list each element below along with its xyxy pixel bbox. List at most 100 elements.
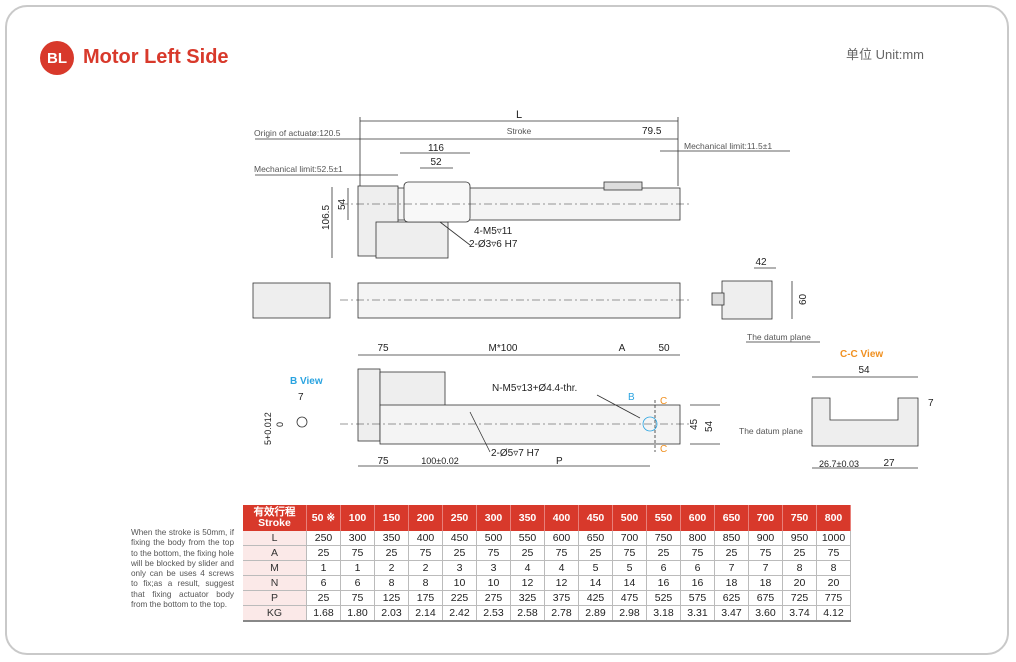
- table-cell: 2.14: [408, 605, 443, 622]
- table-cell: 4.12: [816, 605, 851, 622]
- table-cell: 750: [646, 531, 681, 546]
- b-view-title: B View: [290, 376, 323, 387]
- dim-P: P: [556, 456, 563, 467]
- table-cell: 8: [408, 575, 443, 591]
- table-cell: 225: [442, 590, 477, 606]
- dim-A: A: [619, 343, 626, 354]
- spec-card: [5, 5, 1009, 655]
- table-cell: 20: [782, 575, 817, 591]
- pin-spec-bottom: 2-Ø5▿7 H7: [491, 448, 540, 459]
- dim-stroke: Stroke: [507, 126, 532, 136]
- table-cell: 75: [612, 545, 647, 561]
- table-cell: 10: [476, 575, 511, 591]
- stroke-col-header: 400: [544, 505, 579, 531]
- dim-42: 42: [755, 257, 767, 268]
- table-cell: 8: [782, 560, 817, 576]
- table-cell: 5: [578, 560, 613, 576]
- table-cell: 3.18: [646, 605, 681, 622]
- dim-52: 52: [430, 157, 442, 168]
- dim-27: 27: [883, 458, 895, 469]
- header-en: Stroke: [258, 517, 291, 529]
- table-cell: 1.80: [340, 605, 375, 622]
- stroke-note: When the stroke is 50mm, if fixing the b…: [131, 528, 234, 610]
- unit-label: 单位 Unit:mm: [846, 47, 925, 62]
- row-label: P: [243, 590, 307, 606]
- table-cell: 25: [782, 545, 817, 561]
- stroke-col-header: 200: [408, 505, 443, 531]
- table-cell: 20: [816, 575, 851, 591]
- table-cell: 375: [544, 590, 579, 606]
- dim-100: 100±0.02: [421, 456, 458, 466]
- table-cell: 675: [748, 590, 783, 606]
- table-cell: 550: [510, 531, 545, 546]
- table-cell: 25: [442, 545, 477, 561]
- cc-section: [811, 397, 919, 447]
- row-label: N: [243, 575, 307, 591]
- origin-label: Origin of actuatø:120.5: [254, 128, 341, 138]
- table-cell: 525: [646, 590, 681, 606]
- table-cell: 6: [340, 575, 375, 591]
- table-cell: 125: [374, 590, 409, 606]
- stroke-col-header: 500: [612, 505, 647, 531]
- stroke-col-header: 350: [510, 505, 545, 531]
- table-cell: 325: [510, 590, 545, 606]
- table-cell: 25: [578, 545, 613, 561]
- table-cell: 75: [476, 545, 511, 561]
- table-cell: 16: [680, 575, 715, 591]
- table-cell: 1.68: [306, 605, 341, 622]
- row-label: M: [243, 560, 307, 576]
- table-cell: 8: [374, 575, 409, 591]
- table-cell: 450: [442, 531, 477, 546]
- table-cell: 5: [612, 560, 647, 576]
- table-cell: 75: [816, 545, 851, 561]
- table-cell: 4: [544, 560, 579, 576]
- page-title: Motor Left Side: [83, 46, 229, 68]
- table-cell: 850: [714, 531, 749, 546]
- table-cell: 300: [340, 531, 375, 546]
- stroke-col-header: 150: [374, 505, 409, 531]
- stroke-col-header: 800: [816, 505, 851, 531]
- table-cell: 75: [340, 545, 375, 561]
- stroke-col-header: 550: [646, 505, 681, 531]
- dim-7-b: 7: [298, 392, 304, 403]
- table-cell: 950: [782, 531, 817, 546]
- table-cell: 2.03: [374, 605, 409, 622]
- stroke-col-header: 750: [782, 505, 817, 531]
- dim-L: L: [516, 109, 522, 121]
- top-view: [255, 117, 790, 259]
- table-cell: 3: [442, 560, 477, 576]
- stroke-col-header: 300: [476, 505, 511, 531]
- table-cell: 4: [510, 560, 545, 576]
- side-view: [252, 267, 820, 343]
- table-cell: 7: [714, 560, 749, 576]
- table-cell: 650: [578, 531, 613, 546]
- dim-60: 60: [798, 293, 809, 305]
- table-cell: 75: [340, 590, 375, 606]
- table-cell: 6: [680, 560, 715, 576]
- stroke-col-header: 600: [680, 505, 715, 531]
- table-cell: 25: [646, 545, 681, 561]
- table-cell: 2: [408, 560, 443, 576]
- row-label: KG: [243, 605, 307, 622]
- datum-plane-label-1: The datum plane: [747, 332, 811, 342]
- table-cell: 700: [612, 531, 647, 546]
- table-cell: 25: [374, 545, 409, 561]
- table-cell: 775: [816, 590, 851, 606]
- table-cell: 2.53: [476, 605, 511, 622]
- table-cell: 2.78: [544, 605, 579, 622]
- table-cell: 10: [442, 575, 477, 591]
- table-cell: 1: [340, 560, 375, 576]
- table-cell: 175: [408, 590, 443, 606]
- table-cell: 350: [374, 531, 409, 546]
- table-cell: 3.47: [714, 605, 749, 622]
- model-badge: BL: [40, 41, 74, 75]
- table-cell: 16: [646, 575, 681, 591]
- table-cell: 275: [476, 590, 511, 606]
- table-cell: 25: [306, 545, 341, 561]
- table-cell: 625: [714, 590, 749, 606]
